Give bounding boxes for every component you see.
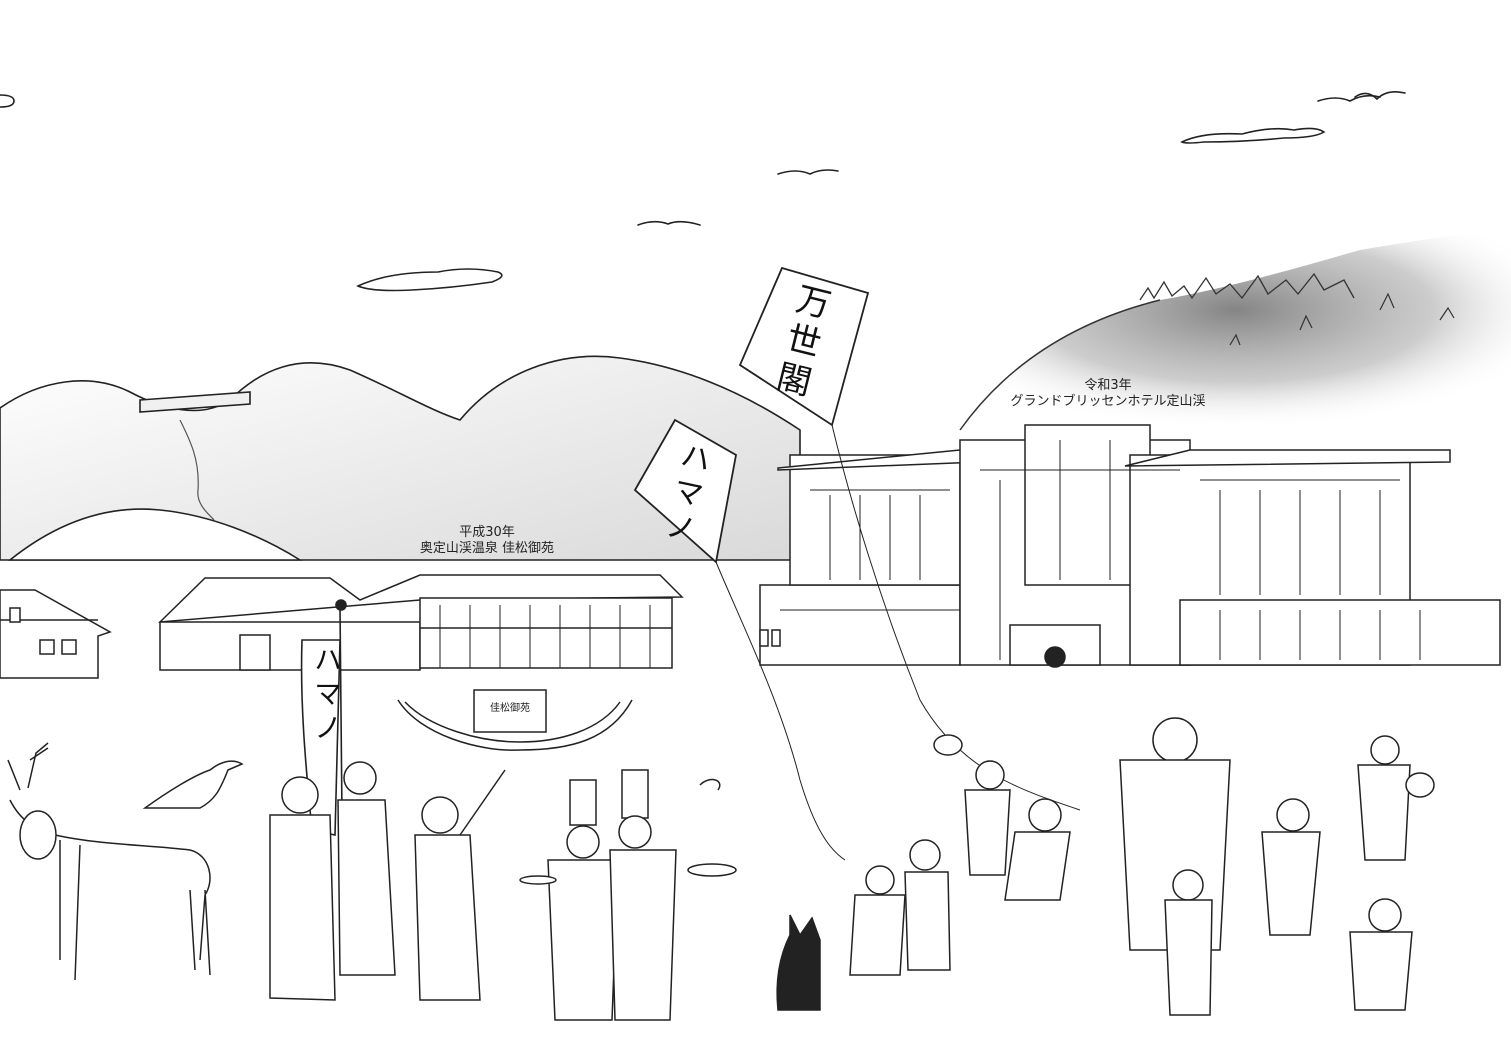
chef-figure-1 bbox=[519, 779, 619, 1021]
child-figure-6 bbox=[1261, 798, 1321, 936]
child-figure-2 bbox=[904, 839, 951, 971]
label-grand-blissen-name: グランドブリッセンホテル定山渓 bbox=[1010, 394, 1206, 410]
dog-figure bbox=[776, 914, 821, 1011]
child-figure-3 bbox=[933, 734, 1011, 876]
cloud bbox=[356, 268, 503, 292]
child-figure-4 bbox=[1004, 798, 1071, 901]
building-grand-blissen bbox=[759, 424, 1501, 668]
label-grand-blissen-era: 令和3年 bbox=[1084, 378, 1132, 393]
garden-pond bbox=[397, 689, 633, 751]
child-figure-5 bbox=[1164, 869, 1213, 1016]
bird-figure bbox=[142, 760, 244, 809]
label-kasho-goen-era: 平成30年 bbox=[459, 525, 515, 540]
woman-figure bbox=[269, 776, 336, 1001]
monk-figure bbox=[337, 761, 396, 976]
label-grand-blissen: 令和3年 グランドブリッセンホテル定山渓 bbox=[1008, 378, 1208, 411]
bird bbox=[1317, 94, 1381, 102]
building-chalet bbox=[0, 589, 112, 679]
banner-text: ハマノ bbox=[310, 645, 343, 747]
misty-mountains bbox=[959, 230, 1511, 431]
sky bbox=[0, 91, 1406, 292]
garden-sign-text: 佳松御苑 bbox=[490, 703, 530, 714]
cloud bbox=[0, 94, 15, 108]
man-figure bbox=[414, 769, 506, 1001]
kite-strings bbox=[715, 424, 1081, 861]
label-kasho-goen: 平成30年 奥定山渓温泉 佳松御苑 bbox=[392, 525, 582, 558]
building-kasho-goen bbox=[157, 574, 684, 671]
child-figure-7 bbox=[1357, 735, 1435, 861]
child-figure-8 bbox=[1349, 898, 1413, 1011]
bird bbox=[1354, 91, 1406, 101]
cloud bbox=[1180, 127, 1326, 144]
label-kasho-goen-name: 奥定山渓温泉 佳松御苑 bbox=[419, 541, 555, 557]
figures bbox=[7, 717, 1435, 1021]
child-figure-1 bbox=[849, 865, 906, 976]
hills bbox=[0, 355, 801, 561]
chef-figure-2 bbox=[609, 769, 737, 1021]
bird bbox=[777, 169, 839, 175]
deer-figure bbox=[7, 742, 211, 981]
bird bbox=[637, 220, 701, 226]
